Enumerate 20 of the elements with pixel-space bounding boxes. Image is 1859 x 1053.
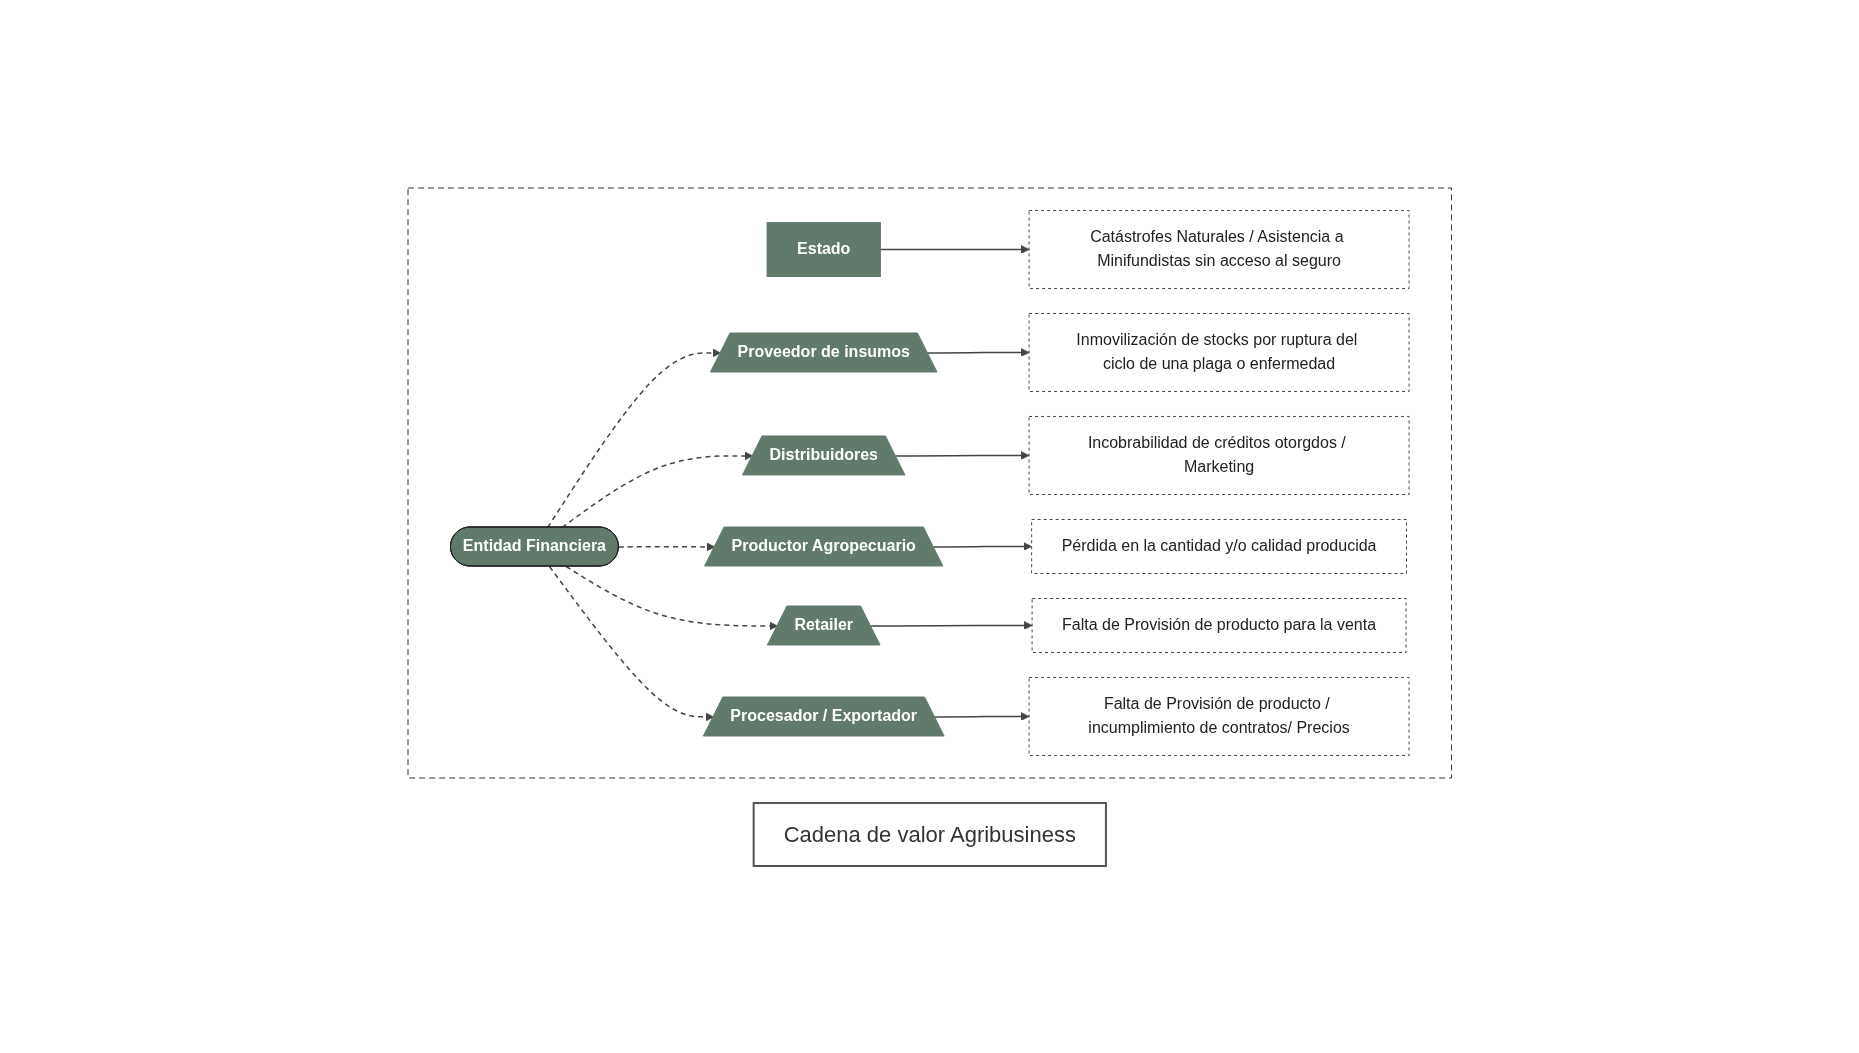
- arrow: [869, 620, 1033, 630]
- node-box: Inmovilización de stocks por ruptura del ciclo de una plaga o enfermedad: [1028, 312, 1410, 392]
- arrow: [932, 541, 1032, 551]
- cluster: [407, 187, 1452, 778]
- arrow: [565, 565, 778, 630]
- arrow: [617, 542, 715, 551]
- node-box: Pérdida en la cantidad y/o calidad producida: [1030, 518, 1407, 574]
- arrow: [561, 451, 753, 528]
- node-box: Incobrabilidad de créditos otorgdos / Marketing: [1028, 415, 1410, 495]
- arrow: [879, 244, 1030, 254]
- node-box: Cadena de valor Agribusiness: [752, 801, 1107, 867]
- arrow: [548, 565, 714, 721]
- arrow: [933, 711, 1030, 721]
- node-box: Estado: [766, 221, 881, 277]
- arrow: [894, 450, 1030, 460]
- node-box: Falta de Provisión de producto / incumplimiento de contratos/ Precios: [1028, 676, 1410, 756]
- arrow: [546, 348, 721, 528]
- arrow: [926, 347, 1030, 357]
- node-box: Catástrofes Naturales / Asistencia a Minifundistas sin acceso al seguro: [1028, 209, 1410, 289]
- node-box: Falta de Provisión de producto para la venta: [1031, 597, 1407, 653]
